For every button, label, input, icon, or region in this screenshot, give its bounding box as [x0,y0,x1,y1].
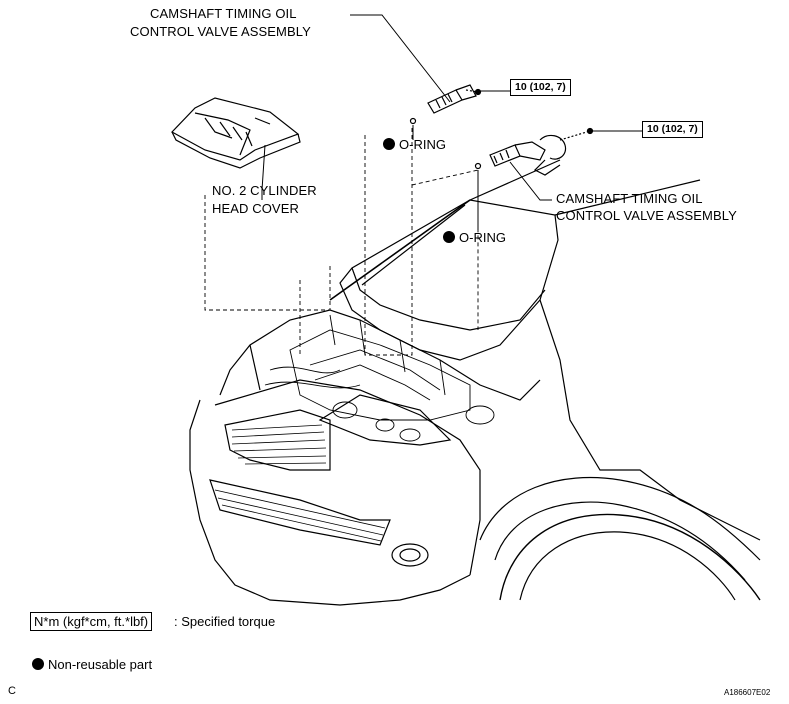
valve-right-label-line1: CAMSHAFT TIMING OIL [556,191,703,206]
nonreusable-dot-icon [32,658,44,670]
cylinder-head-cover-part [171,97,301,169]
nonreusable-dot-icon [383,138,395,150]
cover-label-line2: HEAD COVER [212,201,299,216]
oring-lower-text: O-RING [459,230,506,245]
leader-valve-top [350,14,451,103]
leader-cover [261,144,266,200]
legend-torque-desc: : Specified torque [174,614,276,629]
oring-lower-part [474,162,482,170]
cover-label-line1: NO. 2 CYLINDER [212,183,317,198]
legend-torque-unit: N*m (kgf*cm, ft.*lbf) [30,612,153,631]
legend-nonreusable-text: Non-reusable part [48,657,153,672]
oring-upper-label: O-RING [383,137,446,153]
torque-spec-lower: 10 (102, 7) [642,121,703,138]
oring-upper-part [409,117,417,125]
car-illustration [189,125,761,606]
torque-spec-upper: 10 (102, 7) [510,79,571,96]
nonreusable-dot-icon [443,231,455,243]
legend-nonreusable: Non-reusable part [32,657,152,672]
oil-control-valve-upper-part [427,84,482,114]
leader-valve-right [509,161,552,201]
oring-lower-label: O-RING [443,230,506,246]
figure-id: A186607E02 [724,688,771,697]
valve-top-label-line1: CAMSHAFT TIMING OIL [150,6,297,21]
oring-upper-text: O-RING [399,137,446,152]
valve-top-label-line2: CONTROL VALVE ASSEMBLY [130,24,311,39]
oil-control-valve-right-part [489,127,594,176]
valve-right-label-line2: CONTROL VALVE ASSEMBLY [556,208,737,223]
footer-left-code: C [8,685,16,697]
